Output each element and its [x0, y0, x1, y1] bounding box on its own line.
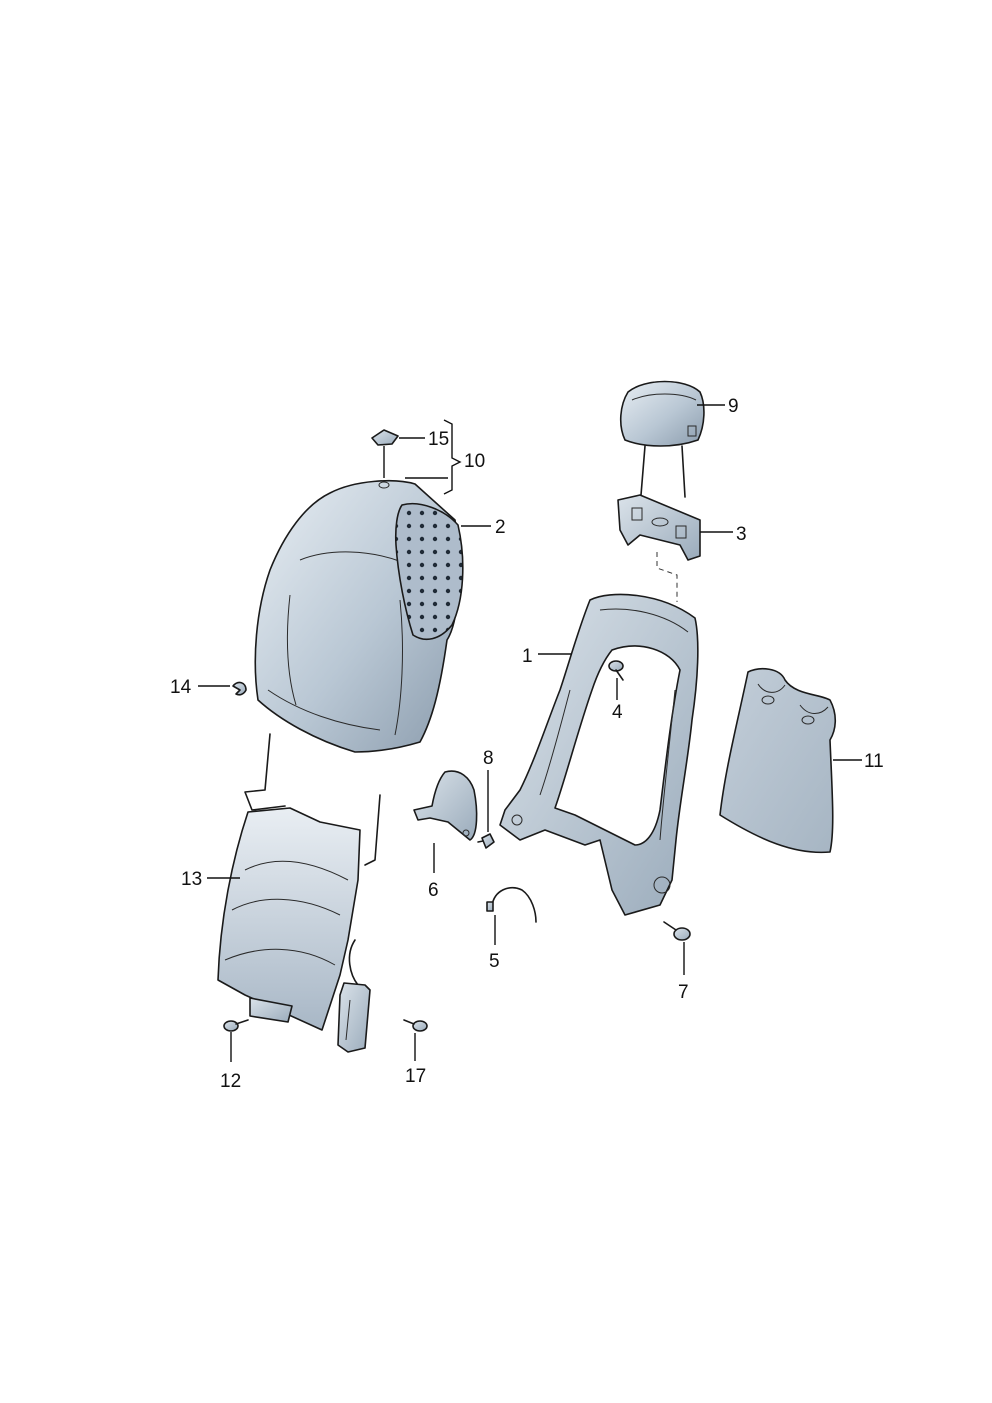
callout-8: 8 [483, 748, 494, 769]
screw-8 [477, 833, 495, 849]
callout-15: 15 [428, 429, 449, 450]
backrest-cover [254, 480, 464, 753]
bolt-4 [608, 660, 624, 681]
lumbar-motor [337, 982, 371, 1053]
callout-5: 5 [489, 951, 500, 972]
callout-4: 4 [612, 702, 623, 723]
callout-6: 6 [428, 880, 439, 901]
callout-11: 11 [864, 751, 884, 772]
lumbar-support-mat [217, 733, 381, 1031]
callout-1: 1 [522, 646, 533, 667]
leader-lines [198, 404, 862, 1062]
headrest [619, 380, 705, 498]
side-trim [413, 770, 478, 841]
callout-14: 14 [170, 677, 192, 698]
callout-7: 7 [678, 982, 689, 1003]
callout-10: 10 [464, 451, 485, 472]
callout-13: 13 [181, 869, 202, 890]
cable-5 [486, 886, 537, 923]
callout-2: 2 [495, 517, 506, 538]
clip-14 [232, 681, 247, 696]
backrest-panel [719, 667, 837, 854]
callout-3: 3 [736, 524, 747, 545]
bracket-10 [443, 419, 462, 495]
callout-labels: 15 10 9 2 3 1 4 14 11 8 13 6 5 7 12 17 [170, 396, 884, 1092]
bolt-17 [403, 1019, 428, 1032]
clip-15 [371, 429, 399, 478]
callout-17: 17 [405, 1066, 426, 1087]
callout-9: 9 [728, 396, 739, 417]
bolt-7 [663, 921, 691, 941]
backrest-frame [499, 593, 699, 916]
callout-12: 12 [220, 1071, 241, 1092]
headrest-guide [617, 494, 701, 561]
bolt-12 [223, 1019, 249, 1032]
